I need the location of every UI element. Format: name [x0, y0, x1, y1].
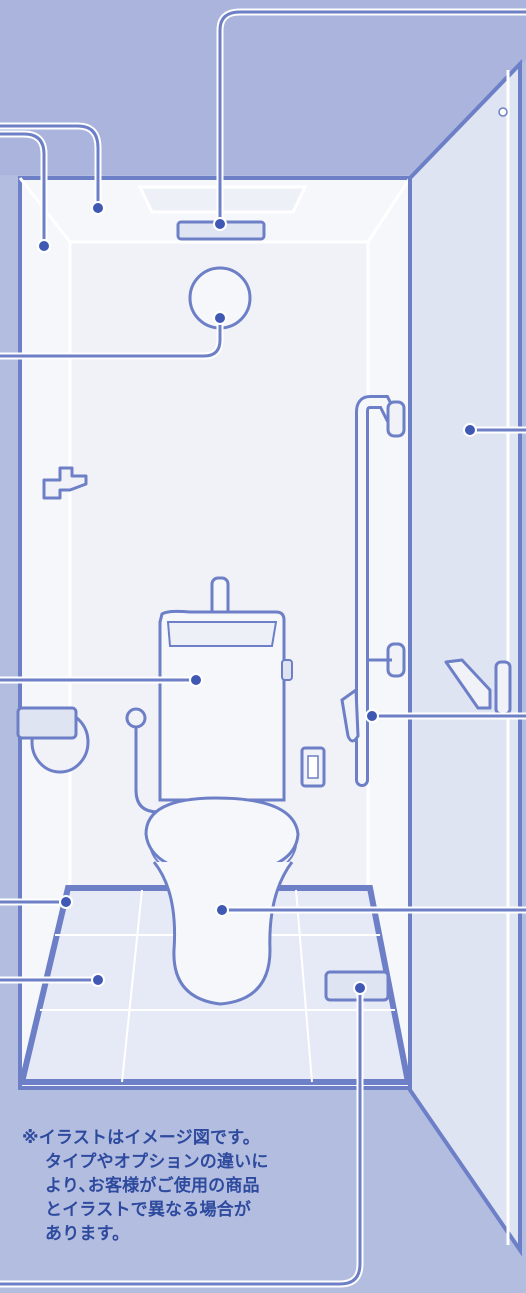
callout-dot-ceiling-vent[interactable]: [214, 218, 226, 230]
callout-dot-ceiling-light[interactable]: [214, 312, 226, 324]
callout-dot-ceiling-panel[interactable]: [92, 202, 104, 214]
door-handle-base: [496, 662, 510, 714]
door-group: [410, 64, 520, 1250]
callout-dot-toilet-tank[interactable]: [190, 674, 202, 686]
illustration-note: ※イラストはイメージ図です。 タイプやオプションの違いに より､お客様がご使用の…: [22, 1126, 352, 1246]
note-line-1: ※イラストはイメージ図です。: [22, 1126, 352, 1150]
note-line-3: より､お客様がご使用の商品: [22, 1174, 352, 1198]
door-panel: [410, 64, 520, 1250]
callout-dot-floor-edge[interactable]: [60, 896, 72, 908]
callout-dot-toilet-bowl[interactable]: [216, 904, 228, 916]
callout-dot-grab-bar[interactable]: [366, 710, 378, 722]
wall-switch-inner: [308, 756, 318, 778]
callout-dot-floor[interactable]: [92, 974, 104, 986]
door-hinge-dot: [499, 108, 507, 116]
note-line-4: とイラストで異なる場合が: [22, 1198, 352, 1222]
callout-dot-floor-drain[interactable]: [354, 982, 366, 994]
note-line-2: タイプやオプションの違いに: [22, 1150, 352, 1174]
callout-dot-wall-panel-top[interactable]: [38, 240, 50, 252]
note-line-5: あります。: [22, 1222, 352, 1246]
callout-dot-door[interactable]: [464, 424, 476, 436]
